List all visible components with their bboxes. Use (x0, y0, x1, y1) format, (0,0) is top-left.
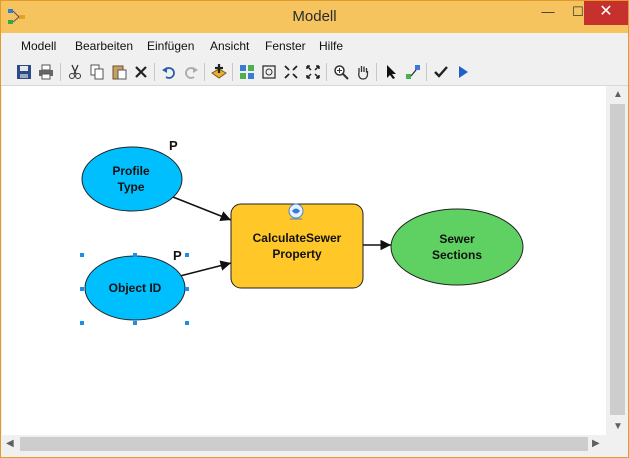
tool-calculate-sewer-property[interactable]: CalculateSewer Property (230, 203, 364, 289)
zoom-out-fixed-icon[interactable] (303, 62, 323, 82)
menu-fenster[interactable]: Fenster (265, 39, 306, 53)
menu-einfuegen[interactable]: Einfügen (147, 39, 195, 53)
model-diagram: Profile Type P Object ID P (80, 138, 524, 325)
pan-icon[interactable] (353, 62, 373, 82)
run-icon[interactable] (453, 62, 473, 82)
print-icon[interactable] (36, 62, 56, 82)
save-icon[interactable] (14, 62, 34, 82)
close-button[interactable]: ✕ (584, 1, 628, 25)
vertical-scrollbar[interactable]: ▲ ▼ (607, 86, 628, 435)
minimize-button[interactable]: — (541, 4, 555, 19)
redo-icon[interactable] (181, 62, 201, 82)
input-variable-profile-type[interactable]: Profile Type (81, 146, 183, 212)
cut-icon[interactable] (65, 62, 85, 82)
menu-ansicht[interactable]: Ansicht (210, 39, 250, 53)
maximize-button[interactable]: ☐ (572, 4, 584, 19)
window-title: Modell (292, 8, 337, 25)
menu-bar: Modell Bearbeiten Einfügen Ansicht Fenst… (1, 34, 628, 58)
menu-modell[interactable]: Modell (21, 39, 57, 53)
scroll-down-arrow-icon[interactable]: ▼ (613, 421, 623, 432)
connector-objectid-to-tool (179, 260, 232, 277)
scroll-left-arrow-icon[interactable]: ◀ (6, 438, 14, 449)
copy-icon[interactable] (87, 62, 107, 82)
tool-label-line1: CalculateSewer (253, 231, 342, 245)
parameter-marker-objectid: P (173, 248, 182, 263)
object-id-label: Object ID (109, 281, 162, 295)
validate-icon[interactable] (431, 62, 451, 82)
python-script-icon (288, 203, 304, 220)
profile-type-line2: Type (117, 180, 144, 194)
vertical-scroll-thumb[interactable] (610, 104, 625, 415)
model-canvas[interactable]: Profile Type P Object ID P (2, 86, 606, 435)
select-icon[interactable] (381, 62, 401, 82)
selection-handles[interactable] (80, 253, 189, 325)
zoom-in-icon[interactable] (331, 62, 351, 82)
auto-layout-icon[interactable] (237, 62, 257, 82)
horizontal-scrollbar[interactable]: ◀ ▶ (2, 435, 606, 453)
connect-icon[interactable] (403, 62, 423, 82)
add-data-icon[interactable] (209, 62, 229, 82)
modelbuilder-app-icon (8, 9, 25, 24)
undo-icon[interactable] (159, 62, 179, 82)
horizontal-scroll-thumb[interactable] (20, 437, 588, 451)
input-variable-object-id[interactable]: Object ID (84, 255, 186, 321)
menu-hilfe[interactable]: Hilfe (319, 39, 344, 53)
output-line2: Sections (432, 248, 482, 262)
profile-type-line1: Profile (112, 164, 150, 178)
output-line1: Sewer (439, 232, 475, 246)
tool-label-line2: Property (272, 247, 322, 261)
scroll-right-arrow-icon[interactable]: ▶ (592, 438, 600, 449)
parameter-marker-profile: P (169, 138, 178, 153)
zoom-in-fixed-icon[interactable] (281, 62, 301, 82)
output-variable-sewer-sections[interactable]: Sewer Sections (390, 208, 524, 286)
title-bar[interactable]: Modell — ☐ ✕ (1, 1, 628, 33)
connector-profile-to-tool (172, 196, 232, 222)
paste-icon[interactable] (109, 62, 129, 82)
delete-icon[interactable] (131, 62, 151, 82)
toolbar (1, 59, 628, 86)
menu-bearbeiten[interactable]: Bearbeiten (75, 39, 134, 53)
scrollbar-corner (607, 435, 628, 453)
scroll-up-arrow-icon[interactable]: ▲ (613, 89, 623, 100)
full-extent-icon[interactable] (259, 62, 279, 82)
